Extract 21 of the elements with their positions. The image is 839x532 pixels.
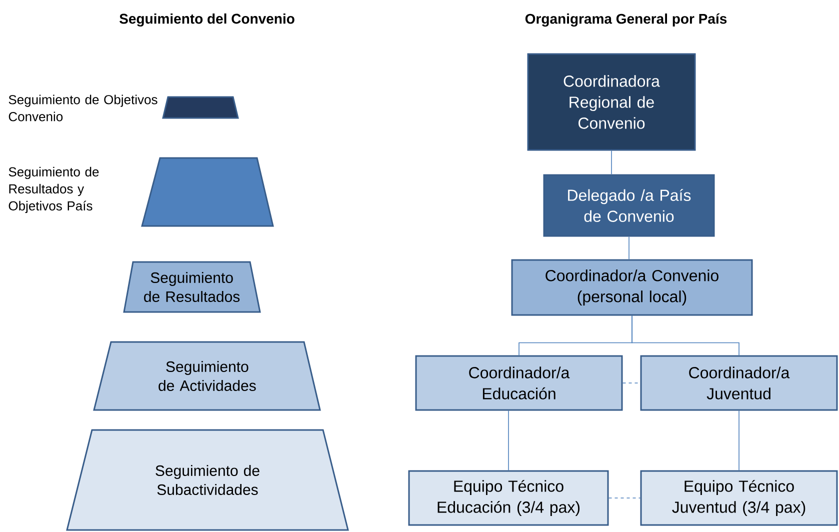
- org-box: Delegado /a País de Convenio: [543, 174, 715, 237]
- org-box: Coordinador/a Convenio (personal local): [511, 259, 753, 316]
- trapezoid-box: Seguimiento de Resultados: [123, 261, 261, 313]
- side-label: Seguimiento de Resultados y Objetivos País: [8, 166, 99, 214]
- connector: [628, 236, 630, 260]
- org-box: Equipo Técnico Educación (3/4 pax): [408, 470, 609, 526]
- trapezoid-box: [162, 96, 239, 119]
- connector: [632, 315, 740, 356]
- panel-heading: Organigrama General por País: [525, 13, 727, 27]
- org-box: Equipo Técnico Juventud (3/4 pax): [640, 470, 838, 526]
- side-label: Seguimiento de Objetivos Convenio: [8, 94, 158, 122]
- connector: [508, 410, 509, 471]
- trapezoid-box: Seguimiento de Subactividades: [66, 429, 349, 531]
- connector: [611, 150, 612, 175]
- connector: [738, 410, 740, 471]
- org-box: Coordinador/a Educación: [415, 355, 623, 411]
- org-box: Coordinador/a Juventud: [640, 355, 838, 411]
- panel-heading: Seguimiento del Convenio: [120, 13, 294, 27]
- org-box: Coordinadora Regional de Convenio: [527, 53, 696, 151]
- trapezoid-box: Seguimiento de Actividades: [93, 341, 321, 411]
- trapezoid-box: [141, 157, 274, 227]
